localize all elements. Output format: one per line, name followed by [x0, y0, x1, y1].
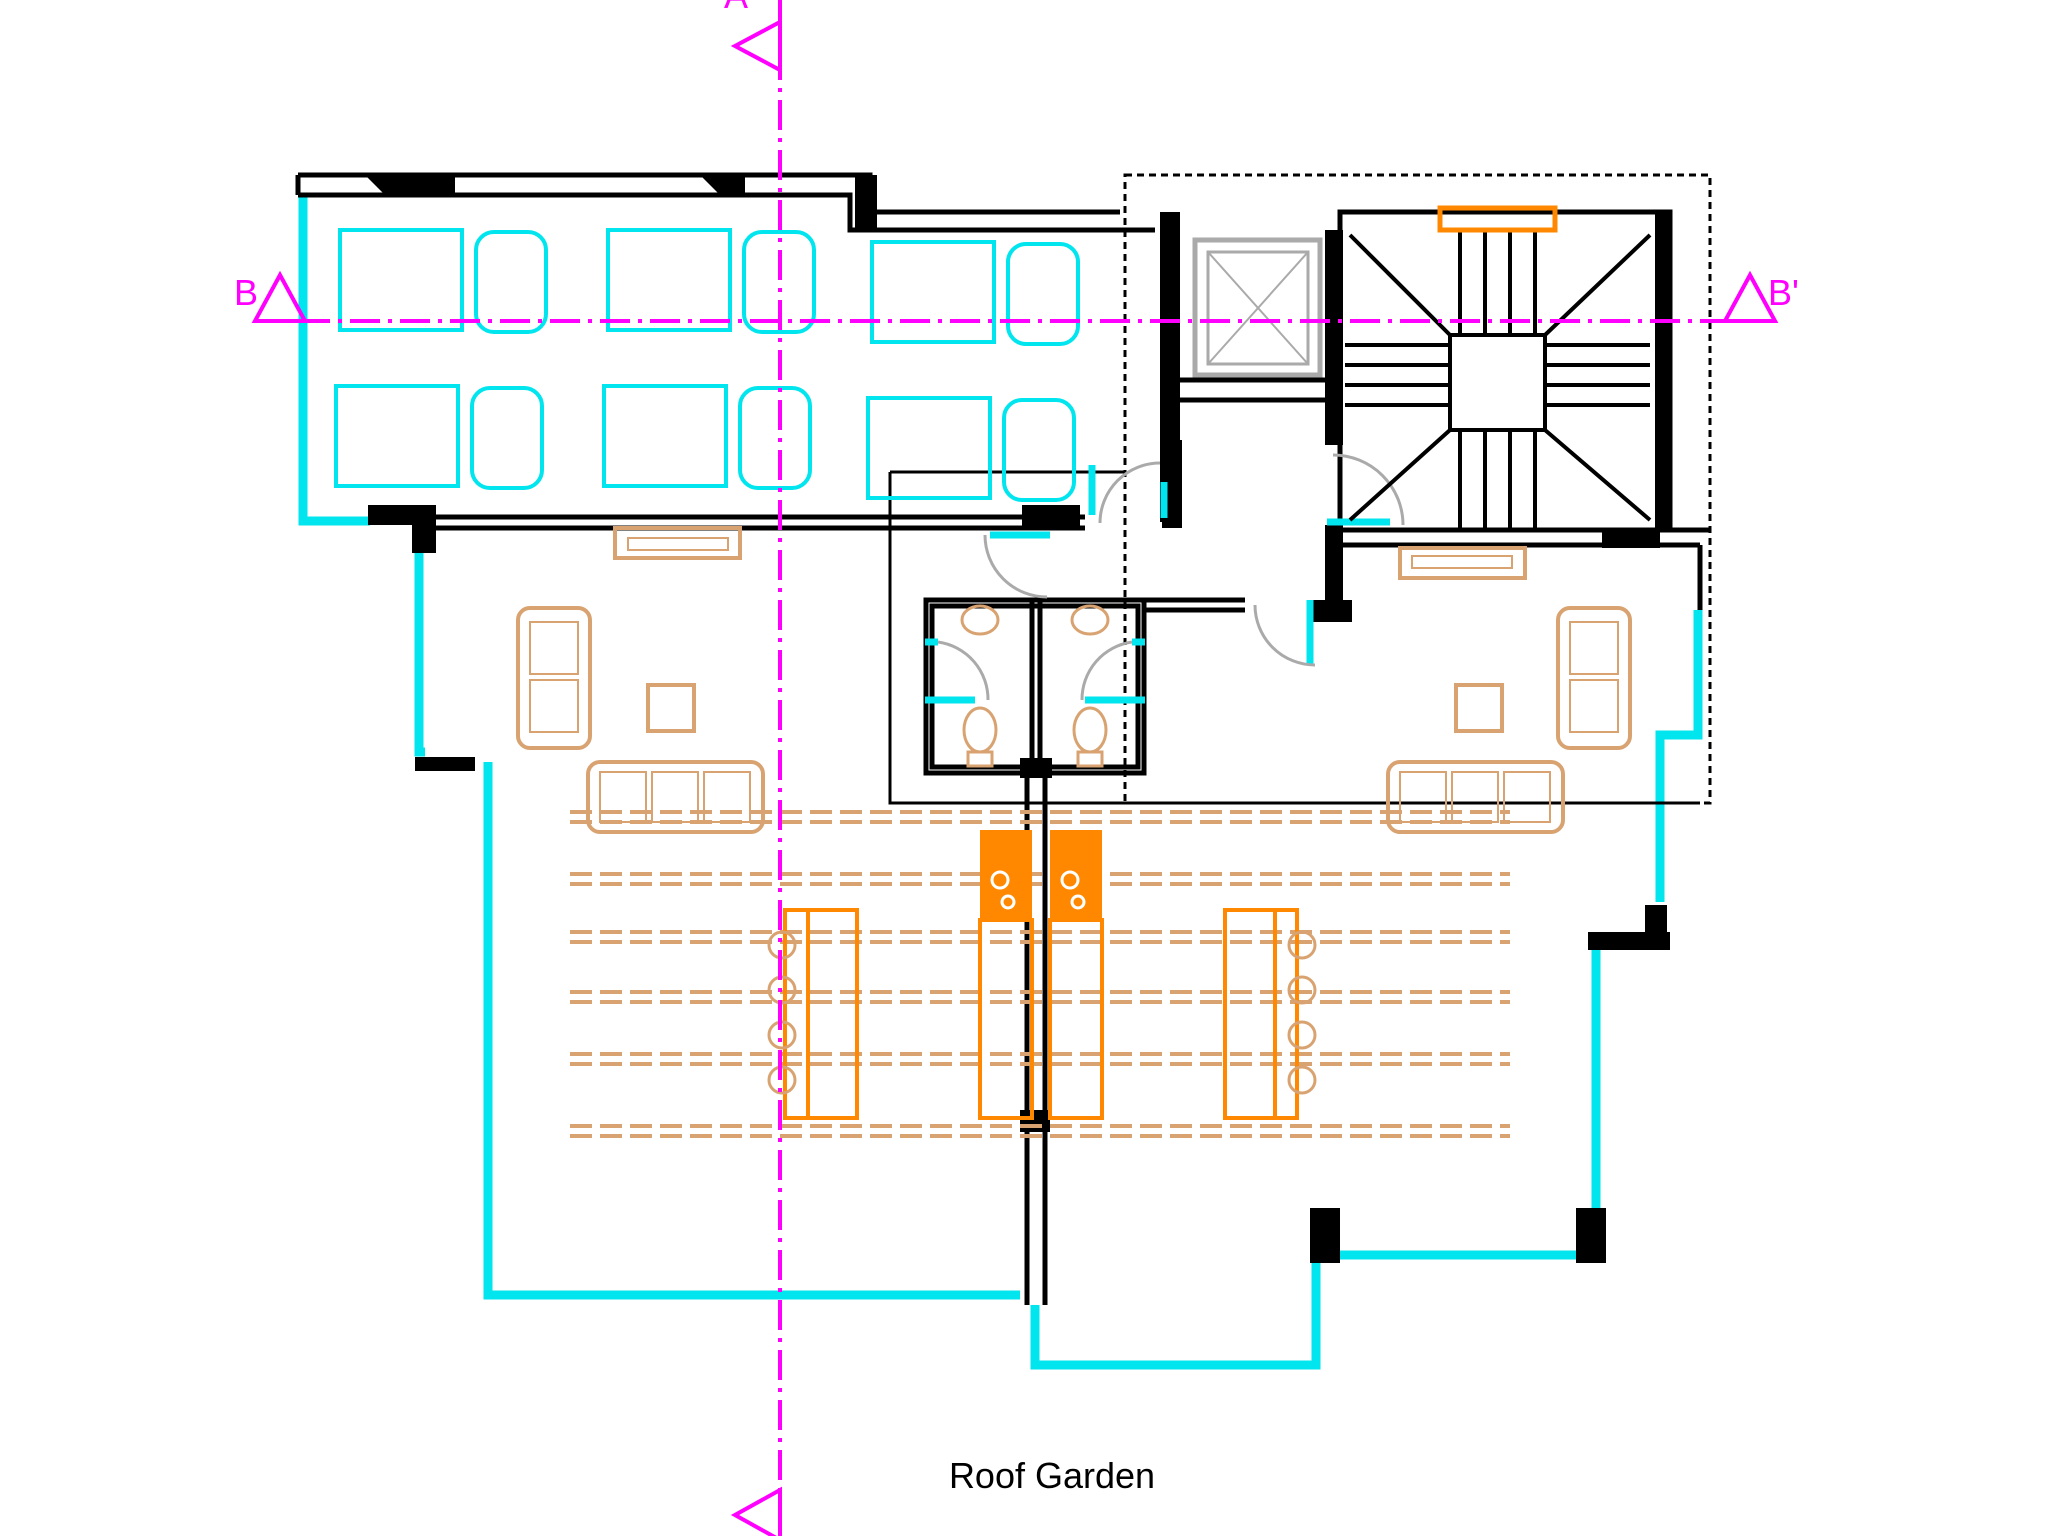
pergola-beams [570, 810, 1510, 1138]
section-arrow-a-top [730, 18, 782, 74]
section-label-b-left: B [234, 272, 258, 313]
lounge-furniture [516, 526, 1632, 834]
drawing-title: Roof Garden [949, 1455, 1155, 1496]
glass-facade [298, 195, 1703, 1370]
elevator [1192, 237, 1323, 378]
glass-west-upper [298, 195, 370, 526]
section-lines [251, 0, 1779, 1536]
stair-hatch [1437, 205, 1558, 233]
section-arrow-b-left [251, 270, 309, 323]
grill-units [980, 830, 1102, 920]
stair [1345, 232, 1652, 528]
toilets [960, 604, 1110, 768]
structural-columns [365, 175, 1670, 1263]
door-swings [937, 453, 1405, 701]
glass-south-west [483, 762, 1020, 1300]
section-label-b-right: B' [1768, 272, 1799, 313]
dining-tables-and-seats [334, 228, 1080, 502]
glass-east [1655, 610, 1703, 902]
bar-stools [767, 930, 1317, 1095]
glass-south-middle [1030, 1250, 1578, 1370]
section-arrow-a-bottom [730, 1486, 782, 1536]
glass-west-lower [414, 551, 425, 757]
section-label-a-bottom: 'A [728, 1533, 759, 1536]
section-arrow-b-right [1721, 270, 1779, 323]
section-label-a-top: A [724, 0, 748, 16]
door-frames [925, 465, 1390, 704]
